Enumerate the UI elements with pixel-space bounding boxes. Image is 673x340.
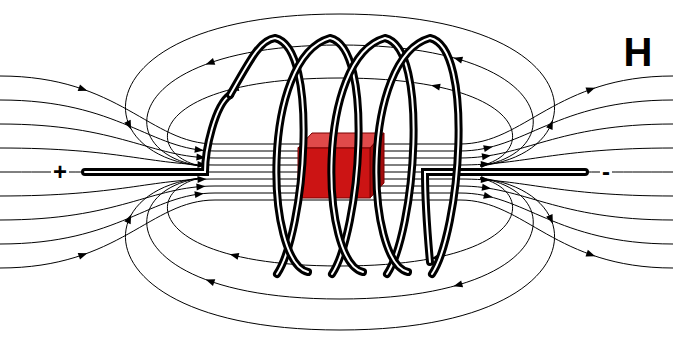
field-arrow xyxy=(453,280,464,289)
field-arrow xyxy=(78,84,89,94)
coil-windings xyxy=(85,38,585,274)
coil-wire xyxy=(331,38,413,274)
field-arrow xyxy=(197,176,206,183)
field-arrow xyxy=(124,120,134,131)
coil-wire-highlight xyxy=(376,38,458,274)
field-arrow xyxy=(586,85,597,95)
field-arrow xyxy=(481,160,490,168)
coil-wire-highlight xyxy=(85,95,230,172)
coil-wire-highlight xyxy=(331,38,413,274)
field-arrow xyxy=(204,58,215,68)
field-arrow xyxy=(482,152,492,160)
terminal-label: + xyxy=(51,160,69,184)
field-arrow xyxy=(483,192,493,201)
magnetic-core-block xyxy=(298,133,384,198)
field-lines xyxy=(0,14,673,330)
field-arrow xyxy=(78,250,89,260)
coil-wire xyxy=(85,95,230,172)
field-arrow xyxy=(430,82,440,91)
field-arrow xyxy=(546,119,556,130)
field-arrow xyxy=(586,250,597,260)
field-arrow xyxy=(196,183,206,191)
field-arrow xyxy=(194,190,204,198)
field-arrow xyxy=(481,176,490,184)
field-arrow xyxy=(229,251,239,260)
terminal-label: - xyxy=(600,160,612,184)
field-arrow xyxy=(124,213,134,224)
field-arrow xyxy=(482,184,492,192)
field-arrow xyxy=(483,143,493,152)
coil-wire xyxy=(376,38,458,274)
field-arrow xyxy=(204,276,215,286)
field-symbol: H xyxy=(622,32,655,72)
field-arrow xyxy=(546,214,556,225)
